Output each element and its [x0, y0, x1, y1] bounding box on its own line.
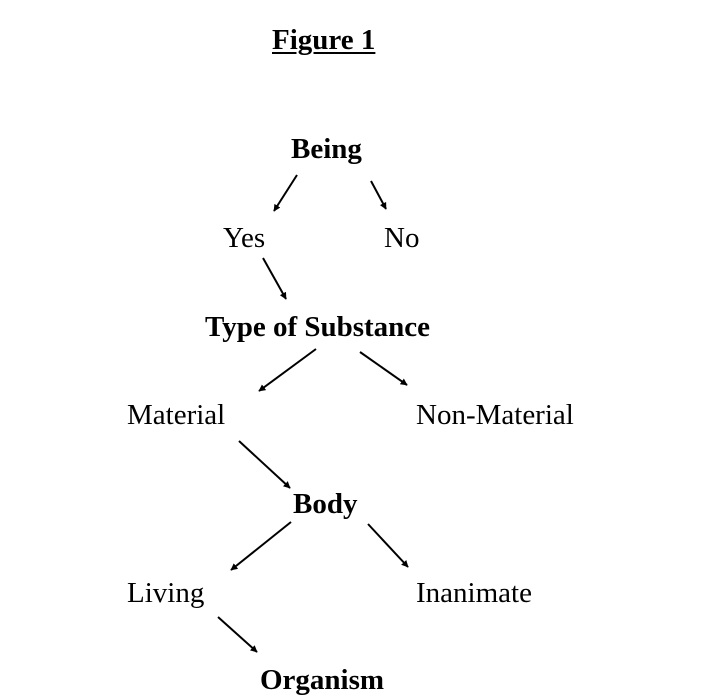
node-yes: Yes — [223, 222, 266, 254]
node-living: Living — [127, 577, 205, 609]
node-type-of-substance: Type of Substance — [205, 311, 431, 343]
node-being: Being — [291, 133, 362, 165]
node-no: No — [384, 222, 420, 254]
figure-title: Figure 1 — [272, 24, 376, 56]
arrow-type-to-material — [258, 348, 317, 392]
node-inanimate: Inanimate — [416, 577, 532, 609]
arrow-body-to-living — [230, 521, 292, 571]
node-material: Material — [127, 399, 226, 431]
arrow-layer — [217, 174, 409, 653]
arrow-being-to-no — [370, 180, 387, 210]
node-body: Body — [293, 488, 358, 520]
node-non-material: Non-Material — [416, 399, 574, 431]
arrow-yes-to-type — [262, 257, 287, 300]
arrow-being-to-yes — [273, 174, 298, 212]
arrow-material-to-body — [238, 440, 291, 489]
arrow-body-to-inanimate — [367, 523, 409, 568]
arrow-living-to-organism — [217, 616, 258, 653]
arrow-type-to-non-material — [359, 351, 408, 386]
